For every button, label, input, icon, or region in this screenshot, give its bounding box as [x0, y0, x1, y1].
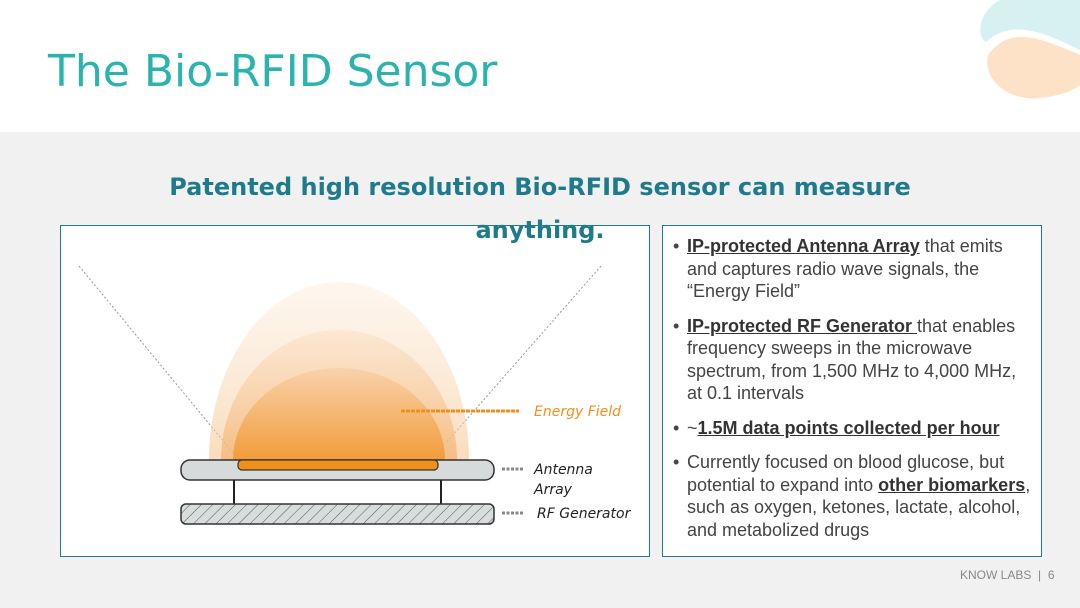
sensor-diagram: Energy Field Antenna Array RF Generator — [60, 225, 650, 557]
page-number: 6 — [1047, 568, 1055, 582]
slide-footer: KNOW LABS | 6 — [960, 568, 1055, 582]
features-list-box: IP-protected Antenna Array that emits an… — [662, 225, 1042, 557]
bullet-text: that emits and captures radio wave signa… — [687, 236, 1003, 301]
company-name: KNOW LABS — [960, 568, 1032, 582]
energy-field-label: Energy Field — [534, 404, 621, 420]
bullet-biomarkers: Currently focused on blood glucose, but … — [673, 451, 1033, 541]
slide-header: The Bio-RFID Sensor — [0, 0, 1080, 132]
field-boundary-right — [430, 265, 602, 461]
slide-subtitle: Patented high resolution Bio-RFID sensor… — [169, 173, 911, 244]
energy-field-dome — [209, 282, 469, 460]
rf-generator-label: RF Generator — [537, 506, 632, 522]
bullet-text: , such as oxygen, ketones, lactate, alco… — [687, 474, 1031, 540]
bullet-prefix: ~ — [687, 417, 698, 438]
bullet-data-points: ~1.5M data points collected per hour — [673, 417, 1033, 440]
footer-separator: | — [1038, 568, 1042, 582]
bullet-rf-generator: IP-protected RF Generator that enables f… — [673, 315, 1033, 405]
slide-title: The Bio-RFID Sensor — [48, 46, 498, 97]
bullet-bold: other biomarkers — [878, 474, 1026, 495]
antenna-array-label-2: Array — [533, 482, 573, 498]
bullet-prefix: Currently focused on blood glucose, but … — [687, 452, 1005, 495]
decorative-wave-logo — [980, 0, 1080, 99]
bullet-bold: IP-protected RF Generator — [687, 315, 918, 336]
antenna-array-label-1: Antenna — [533, 462, 593, 478]
bullet-text: that enables frequency sweeps in the mic… — [687, 315, 1017, 404]
antenna-emitter — [237, 459, 439, 471]
bullet-bold: 1.5M data points collected per hour — [697, 417, 1000, 438]
bullet-antenna-array: IP-protected Antenna Array that emits an… — [673, 235, 1033, 303]
bullet-bold: IP-protected Antenna Array — [687, 236, 920, 256]
rf-generator — [180, 503, 495, 525]
